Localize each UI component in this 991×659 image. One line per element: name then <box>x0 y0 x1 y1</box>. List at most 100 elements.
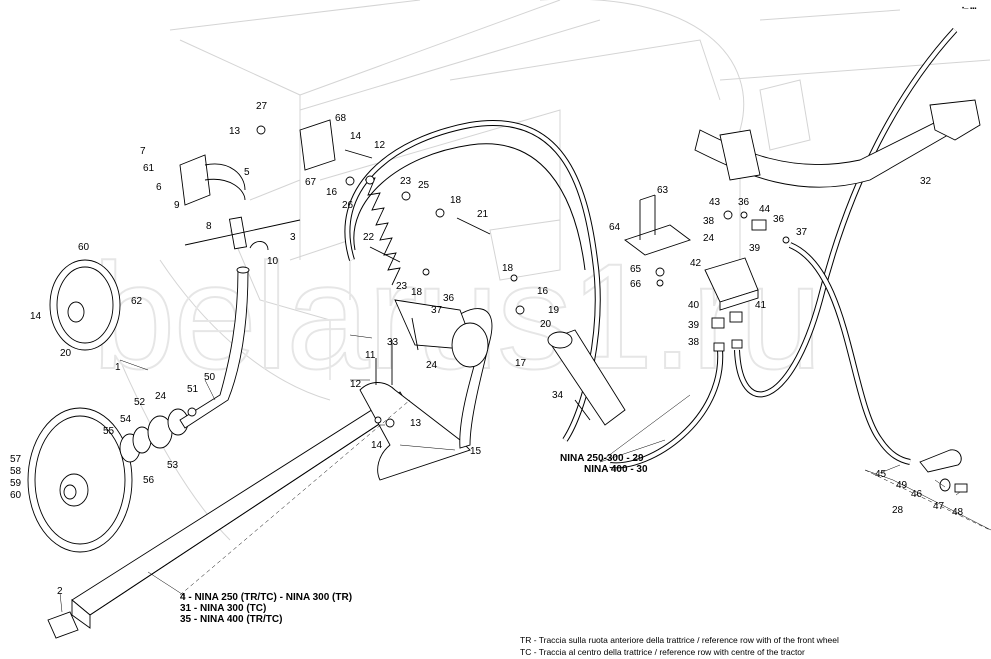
callout-24: 24 <box>703 233 715 244</box>
callout-5: 5 <box>244 167 250 178</box>
callout-36: 36 <box>443 293 455 304</box>
callout-47: 47 <box>933 501 945 512</box>
mounting-plate <box>624 194 691 256</box>
hose-variant-legend: NINA 250-300 - 29 NINA 400 - 30 <box>560 453 648 475</box>
callout-18: 18 <box>450 195 462 206</box>
callout-40: 40 <box>688 300 700 311</box>
hydraulic-hoses <box>344 27 958 469</box>
wheel-hub-assembly <box>119 266 250 463</box>
callout-12: 12 <box>374 140 386 151</box>
callout-33: 33 <box>387 337 399 348</box>
callout-50: 50 <box>204 372 216 383</box>
callout-14: 14 <box>30 311 42 322</box>
corner-mark: •─ ▪▪▪ <box>962 6 976 12</box>
callout-53: 53 <box>167 460 179 471</box>
footnote-tc: TC - Traccia al centro della trattrice /… <box>520 647 805 657</box>
callout-44: 44 <box>759 204 771 215</box>
tow-arm-bracket <box>694 99 981 188</box>
callout-21: 21 <box>477 209 489 220</box>
callout-65: 65 <box>630 264 642 275</box>
callout-62: 62 <box>131 296 143 307</box>
callout-7: 7 <box>140 146 146 157</box>
callout-11: 11 <box>365 350 376 361</box>
callout-23: 23 <box>396 281 408 292</box>
callout-61: 61 <box>143 163 155 174</box>
callout-36: 36 <box>773 214 785 225</box>
callout-14: 14 <box>350 131 362 142</box>
callout-67: 67 <box>305 177 317 188</box>
callout-39: 39 <box>749 243 761 254</box>
part-2-wedge <box>47 611 79 639</box>
bolts-and-nuts <box>184 125 665 428</box>
hose-legend-line-1: NINA 250-300 - 29 <box>560 453 644 464</box>
callout-27: 27 <box>256 101 268 112</box>
chassis-ghost-outline <box>119 0 991 541</box>
callout-52: 52 <box>134 397 146 408</box>
hose-legend-line-2: NINA 400 - 30 <box>584 464 648 475</box>
bar-variant-legend: 4 - NINA 250 (TR/TC) - NINA 300 (TR) 31 … <box>180 592 352 625</box>
callout-41: 41 <box>755 300 767 311</box>
callout-9: 9 <box>174 200 180 211</box>
callout-16: 16 <box>326 187 338 198</box>
callout-17: 17 <box>515 358 527 369</box>
marker-arm <box>359 299 493 481</box>
callout-45: 45 <box>875 469 887 480</box>
callout-54: 54 <box>120 414 132 425</box>
callout-37: 37 <box>796 227 808 238</box>
callout-15: 15 <box>470 446 482 457</box>
callout-63: 63 <box>657 185 669 196</box>
callout-1: 1 <box>115 362 121 373</box>
callout-22: 22 <box>363 232 375 243</box>
callout-58: 58 <box>10 466 22 477</box>
callout-28: 28 <box>892 505 904 516</box>
callout-24: 24 <box>426 360 438 371</box>
callout-51: 51 <box>187 384 199 395</box>
callout-20: 20 <box>60 348 72 359</box>
callout-68: 68 <box>335 113 347 124</box>
callout-13: 13 <box>229 126 241 137</box>
bar-legend-line-3: 35 - NINA 400 (TR/TC) <box>180 614 282 625</box>
callout-60: 60 <box>78 242 90 253</box>
callout-39: 39 <box>688 320 700 331</box>
callout-18: 18 <box>411 287 423 298</box>
callout-25: 25 <box>418 180 430 191</box>
callout-60: 60 <box>10 490 22 501</box>
callout-43: 43 <box>709 197 721 208</box>
callout-leaders <box>59 334 991 613</box>
callout-12: 12 <box>350 379 362 390</box>
callout-46: 46 <box>911 489 923 500</box>
callout-32: 32 <box>920 176 932 187</box>
callout-57: 57 <box>10 454 22 465</box>
callout-10: 10 <box>267 256 279 267</box>
callout-49: 49 <box>896 480 908 491</box>
callout-19: 19 <box>548 305 560 316</box>
callout-42: 42 <box>690 258 702 269</box>
callout-26: 26 <box>342 200 354 211</box>
callout-23: 23 <box>400 176 412 187</box>
callout-38: 38 <box>688 337 700 348</box>
callout-34: 34 <box>552 390 564 401</box>
callout-66: 66 <box>630 279 642 290</box>
callout-13: 13 <box>410 418 422 429</box>
callout-38: 38 <box>703 216 715 227</box>
callout-56: 56 <box>143 475 155 486</box>
callout-24: 24 <box>155 391 167 402</box>
bar-legend-line-2: 31 - NINA 300 (TC) <box>180 603 266 614</box>
callout-3: 3 <box>290 232 296 243</box>
callout-64: 64 <box>609 222 621 233</box>
callout-48: 48 <box>952 507 964 518</box>
callout-59: 59 <box>10 478 22 489</box>
callout-55: 55 <box>103 426 115 437</box>
callout-2: 2 <box>57 586 63 597</box>
callout-6: 6 <box>156 182 162 193</box>
part-callouts: 27 13 68 14 12 67 7 61 6 9 5 8 3 10 16 2… <box>10 101 964 597</box>
callout-14: 14 <box>371 440 383 451</box>
valve-block <box>704 257 759 352</box>
callout-8: 8 <box>206 221 212 232</box>
hose-fittings <box>723 210 968 493</box>
bar-legend-line-1: 4 - NINA 250 (TR/TC) - NINA 300 (TR) <box>180 592 352 603</box>
footnotes: TR - Traccia sulla ruota anteriore della… <box>520 635 839 657</box>
u-bolt-clamp <box>179 119 336 250</box>
footnote-tr: TR - Traccia sulla ruota anteriore della… <box>520 635 839 645</box>
